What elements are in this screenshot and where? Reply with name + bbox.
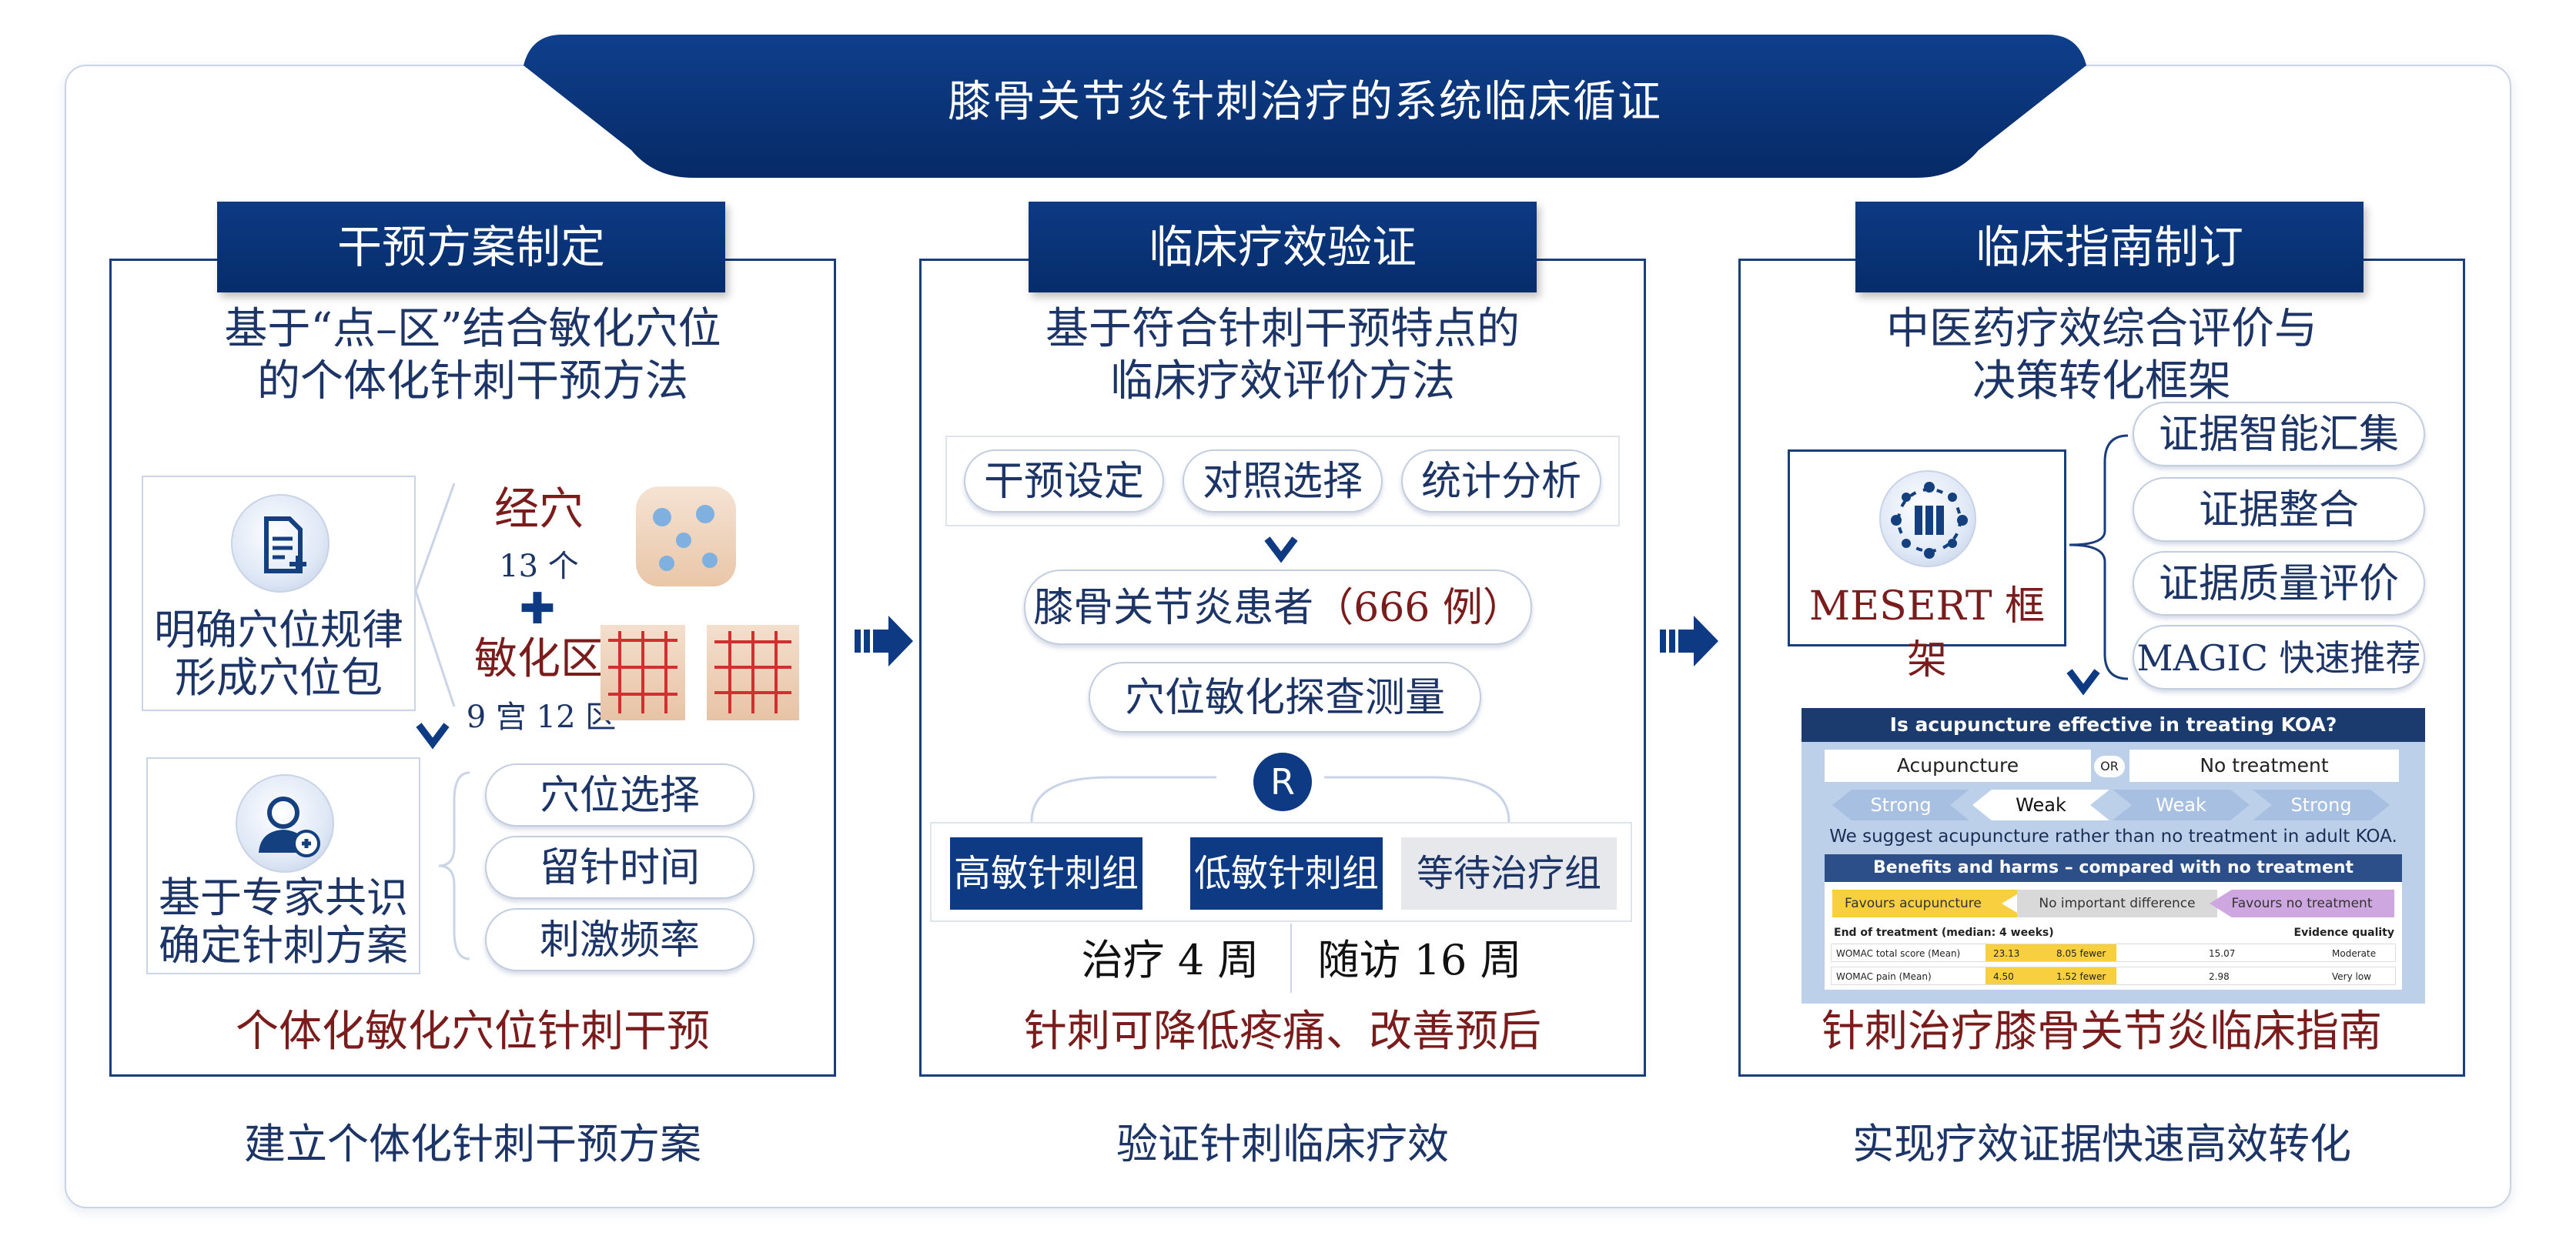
strength-strong-left: Strong (1832, 790, 1969, 820)
knee-acupoint-image (636, 486, 736, 586)
header-intervention: 干预方案制定 (217, 202, 725, 292)
favours-acupuncture: Favours acupuncture (1832, 890, 2025, 917)
expert-consensus-box: 基于专家共识 确定针刺方案 (146, 757, 420, 974)
arrow-right-icon-1 (855, 616, 913, 666)
plus-icon: ✚ (519, 584, 556, 634)
conclusion-efficacy: 针刺可降低疼痛、改善预后 (1024, 1007, 1541, 1057)
row-effect-bar (1986, 967, 2116, 984)
table-row: WOMAC total score (Mean) 23.13 8.05 fewe… (1831, 944, 2396, 962)
sensitization-measure: 穴位敏化探查测量 (1089, 662, 1481, 733)
knee-zone-grid-image-1 (601, 625, 685, 720)
evidence-quality-label: Evidence quality (2293, 927, 2395, 939)
group-low-sensitivity: 低敏针刺组 (1190, 837, 1383, 910)
row-outcome: WOMAC total score (Mean) (1836, 948, 1961, 959)
brace-connector (438, 771, 470, 960)
benefits-harms-panel: Benefits and harms – compared with no tr… (1825, 854, 2402, 990)
database-network-icon (1879, 470, 1976, 567)
pill-stimulation-frequency: 刺激频率 (485, 908, 754, 971)
row-diff: 8.05 fewer (2056, 948, 2106, 959)
box1-line-1: 明确穴位规律 (154, 606, 403, 654)
conclusion-guideline: 针刺治疗膝骨关节炎临床指南 (1822, 1007, 2382, 1057)
box1-line-2: 形成穴位包 (175, 653, 383, 702)
framework-brace (2069, 434, 2129, 680)
acupoints-count: 13 个 (499, 549, 579, 584)
page-title: 膝骨关节炎针刺治疗的系统临床循证 (948, 77, 1662, 127)
header-guideline: 临床指南制订 (1855, 202, 2364, 292)
subtitle-line-2: 决策转化框架 (1972, 356, 2231, 406)
conclusion-intervention: 个体化敏化穴位针刺干预 (236, 1007, 710, 1057)
pill-control-selection: 对照选择 (1183, 449, 1383, 513)
patients-label: 膝骨关节炎患者 (1033, 585, 1314, 631)
strength-weak-right: Weak (2113, 790, 2250, 820)
patients-count: （666 例） (1313, 585, 1523, 631)
guide-question: Is acupuncture effective in treating KOA… (1802, 708, 2425, 742)
row-diff: 1.52 fewer (2056, 971, 2106, 982)
box2-line-1: 基于专家共识 (159, 874, 408, 922)
row-value-b: 2.98 (2209, 971, 2230, 982)
subtitle-line-2: 临床疗效评价方法 (1110, 356, 1455, 406)
randomization-branch-lines (1030, 776, 1510, 823)
guide-or: OR (2094, 756, 2125, 777)
table-row: WOMAC pain (Mean) 4.50 1.52 fewer 2.98 V… (1831, 967, 2396, 985)
pill-magic-recommendation: MAGIC 快速推荐 (2133, 625, 2425, 690)
pill-statistical-analysis: 统计分析 (1401, 449, 1601, 513)
pill-acupoint-selection: 穴位选择 (485, 763, 754, 827)
chevron-down-icon (416, 723, 450, 750)
patients-box: 膝骨关节炎患者（666 例） (1024, 570, 1532, 645)
group-high-sensitivity: 高敏针刺组 (950, 837, 1142, 910)
favours-no-treatment: Favours no treatment (2210, 890, 2394, 917)
acupoints-label: 经穴 (493, 483, 584, 535)
bracket-connector (416, 483, 456, 707)
subtitle-line-1: 中医药疗效综合评价与 (1886, 304, 2317, 354)
mesert-framework-box: MESERT 框架 (1788, 449, 2066, 683)
guideline-card: Is acupuncture effective in treating KOA… (1802, 708, 2425, 1004)
pill-evidence-aggregation: 证据智能汇集 (2133, 402, 2425, 466)
framework-name: MESERT 框架 (1808, 583, 2046, 683)
chevron-down-icon (1264, 536, 1298, 563)
randomization-icon: R (1253, 753, 1312, 811)
bh-title: Benefits and harms – compared with no tr… (1825, 854, 2402, 882)
pill-evidence-quality: 证据质量评价 (2133, 551, 2425, 616)
subtitle-line-1: 基于符合针刺干预特点的 (1045, 304, 1520, 354)
row-quality: Moderate (2332, 948, 2377, 959)
row-value-a: 4.50 (1993, 971, 2014, 982)
subtitle-line-2: 的个体化针刺干预方法 (257, 356, 688, 406)
bottom-efficacy: 验证针刺临床疗效 (1116, 1120, 1449, 1168)
acupoint-pattern-box: 明确穴位规律 形成穴位包 (142, 476, 416, 711)
zone-label: 敏化区 (474, 634, 604, 684)
row-effect-bar (1986, 944, 2116, 961)
followup-duration: 随访 16 周 (1317, 936, 1522, 984)
zone-count: 9 宫 12 区 (466, 700, 617, 735)
strength-weak-left: Weak (1972, 790, 2109, 820)
medical-document-icon (231, 494, 330, 593)
title-banner (524, 35, 2086, 178)
row-value-b: 15.07 (2209, 948, 2236, 959)
treatment-duration: 治疗 4 周 (1081, 936, 1260, 984)
box2-line-2: 确定针刺方案 (159, 921, 408, 970)
strength-strong-right: Strong (2253, 790, 2390, 820)
row-outcome: WOMAC pain (Mean) (1836, 971, 1932, 982)
pill-intervention-setting: 干预设定 (964, 449, 1164, 513)
guide-suggestion: We suggest acupuncture rather than no tr… (1829, 827, 2397, 847)
guide-option-a: Acupuncture (1825, 750, 2091, 782)
arrow-right-icon-2 (1660, 616, 1718, 666)
chevron-down-icon (2066, 669, 2100, 696)
knee-zone-grid-image-2 (707, 625, 799, 720)
bottom-guideline: 实现疗效证据快速高效转化 (1852, 1120, 2351, 1168)
pill-evidence-integration: 证据整合 (2133, 477, 2425, 542)
subtitle-line-1: 基于“点–区”结合敏化穴位 (224, 304, 721, 354)
end-of-treatment-label: End of treatment (median: 4 weeks) (1834, 927, 2054, 939)
pill-needle-retention: 留针时间 (485, 836, 754, 899)
doctor-icon (236, 774, 334, 873)
no-important-difference: No important difference (2017, 890, 2217, 917)
timeline-divider (1290, 924, 1292, 993)
header-efficacy: 临床疗效验证 (1029, 202, 1537, 292)
bottom-intervention: 建立个体化针刺干预方案 (244, 1120, 701, 1168)
row-value-a: 23.13 (1993, 948, 2020, 959)
row-quality: Very low (2332, 971, 2371, 982)
group-waitlist: 等待治疗组 (1401, 837, 1617, 910)
guide-option-b: No treatment (2129, 750, 2399, 782)
